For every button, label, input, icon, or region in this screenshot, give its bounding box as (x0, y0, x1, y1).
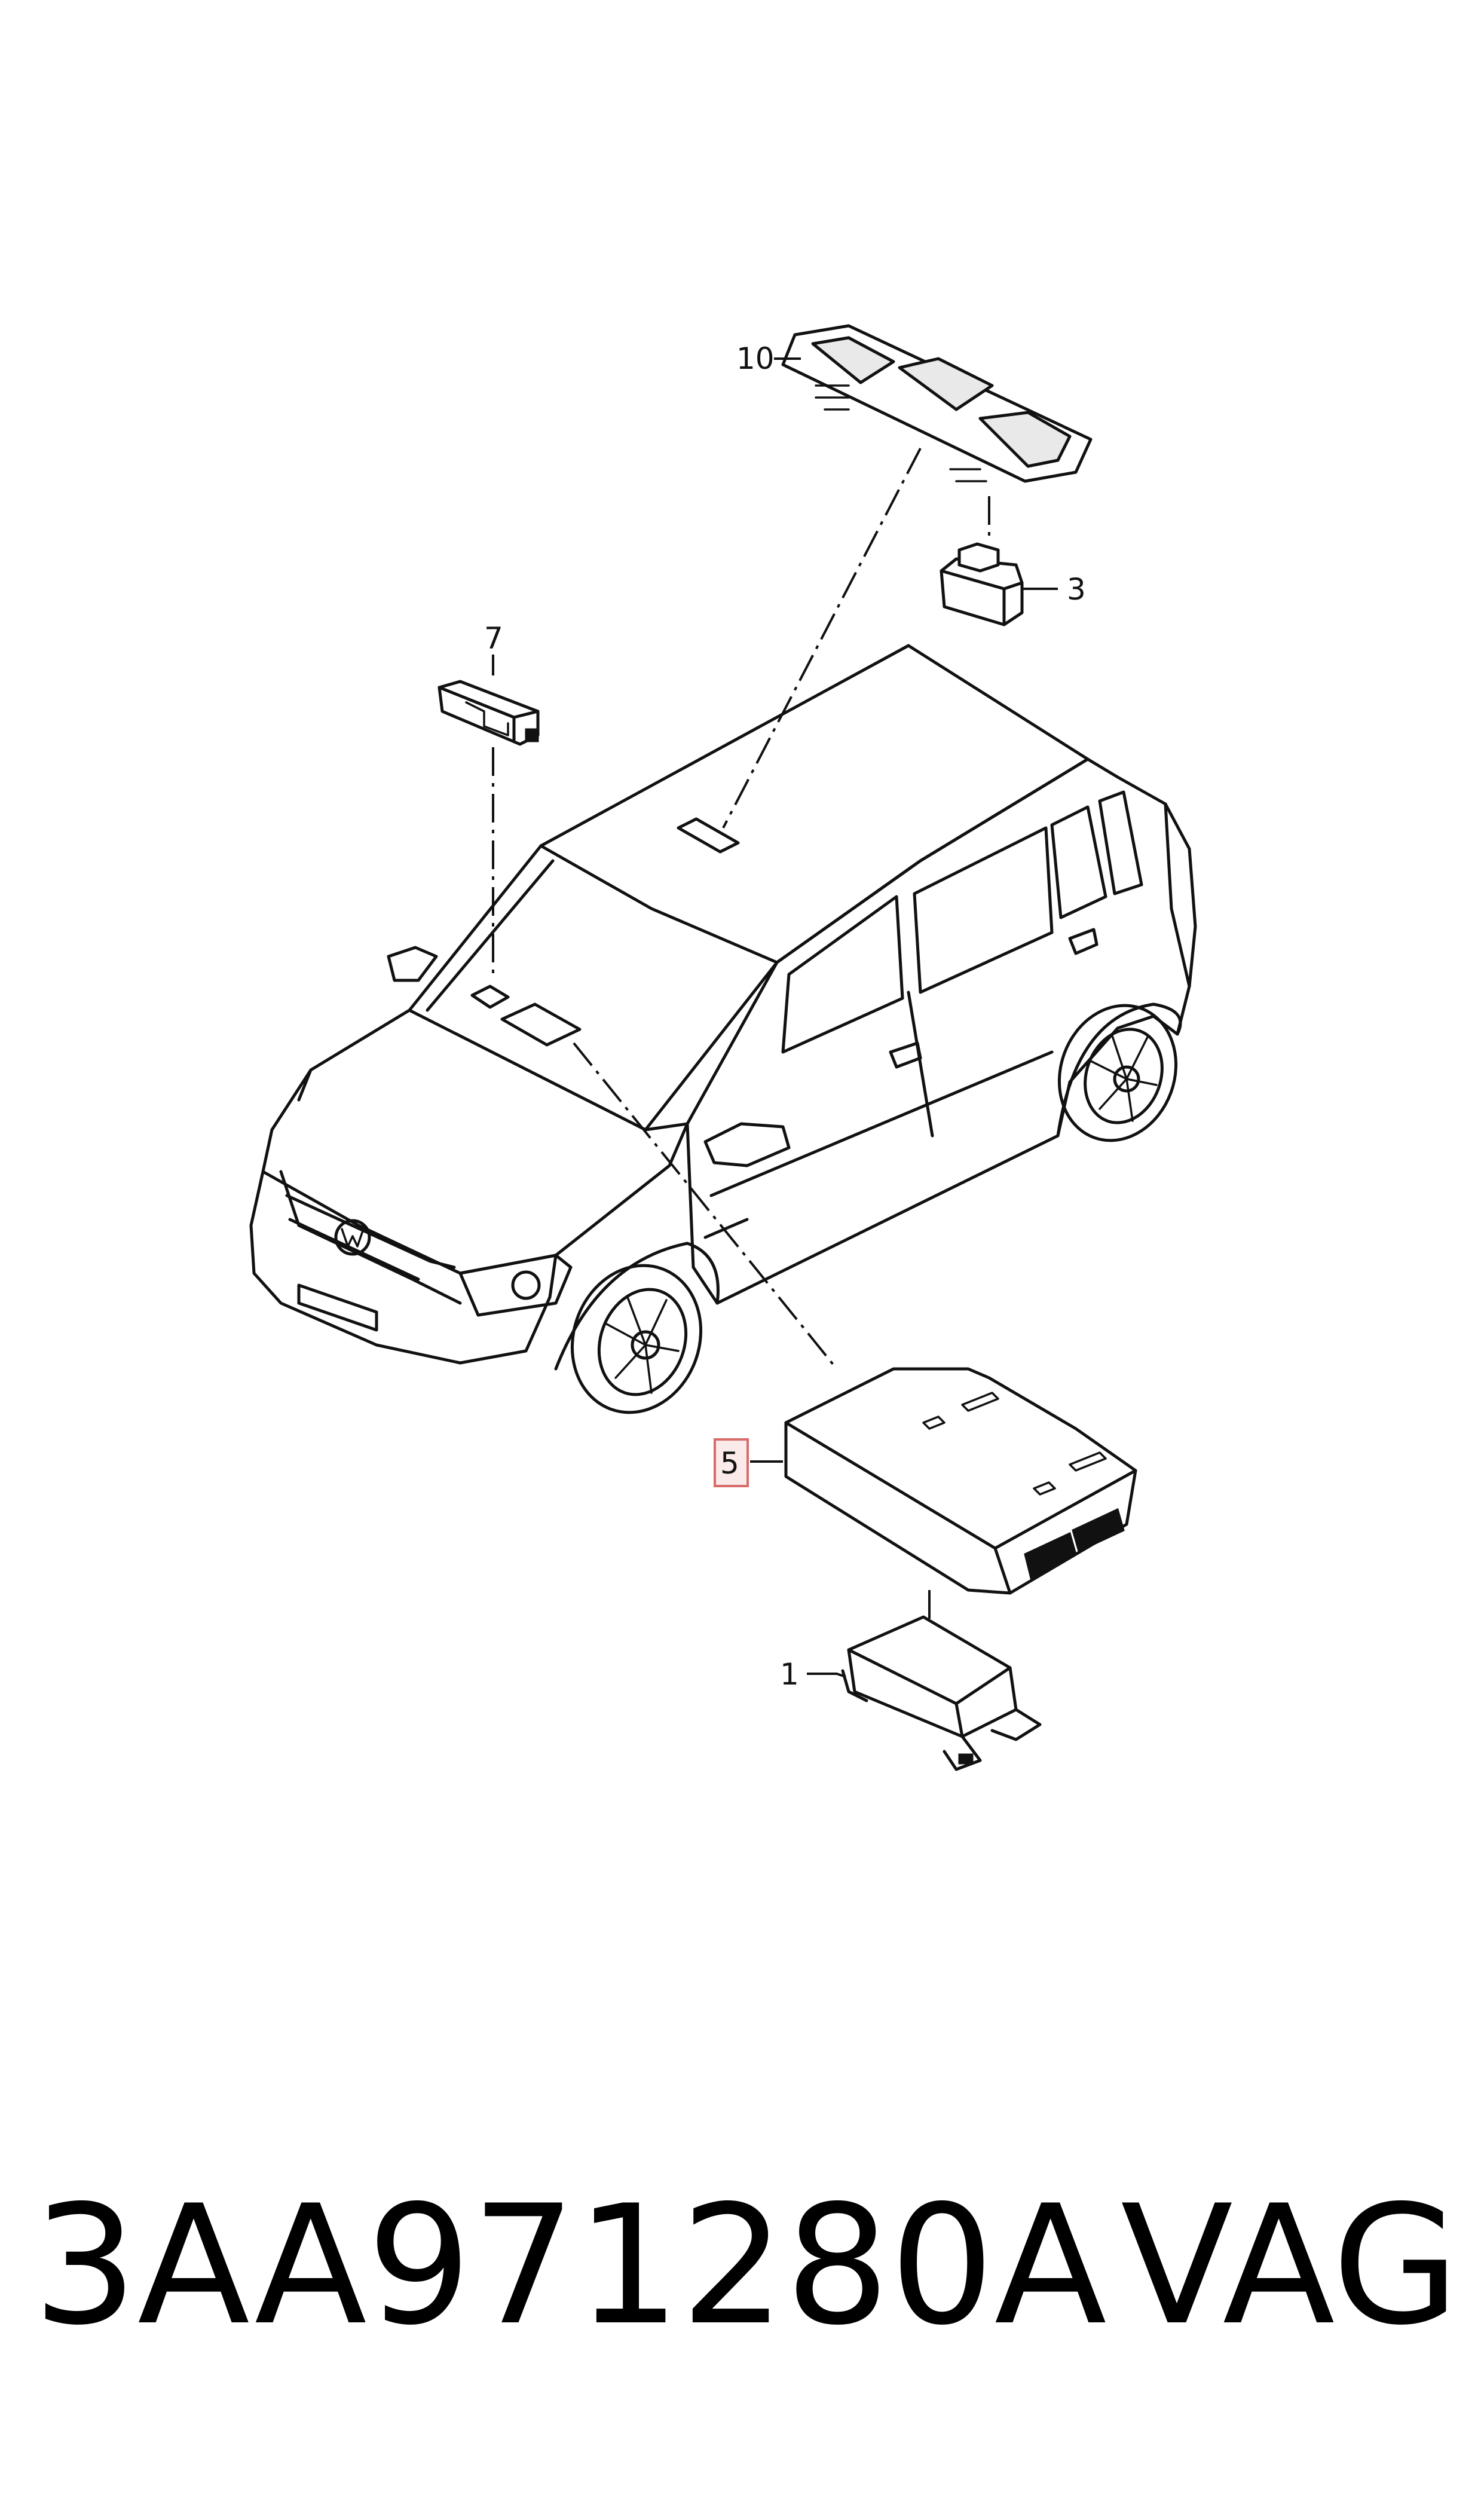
part-5-control-unit (784, 1367, 1137, 1595)
part-7-connector (437, 680, 540, 746)
vehicle-outline (249, 644, 1197, 1414)
part-3-sensor-module (940, 542, 1024, 626)
callout-10: 10 (736, 341, 775, 376)
callout-3: 3 (1067, 572, 1086, 607)
windshield-sensor-small (470, 985, 510, 1009)
part-1-bracket (841, 1615, 1042, 1771)
brand-name: VAG (1121, 2170, 1459, 2361)
callout-1: 1 (780, 1657, 799, 1692)
part-10-sensor-strip (781, 324, 1093, 483)
callout-7: 7 (484, 621, 503, 656)
part-number: 3AA971280A (33, 2170, 1107, 2361)
callout-5: 5 (720, 1446, 739, 1481)
callout-5-highlight (714, 1438, 749, 1487)
windshield-sensor-large (500, 1002, 582, 1047)
part-number-row: 3AA971280A VAG (33, 2170, 1459, 2361)
roof-sensor-location (677, 817, 740, 854)
